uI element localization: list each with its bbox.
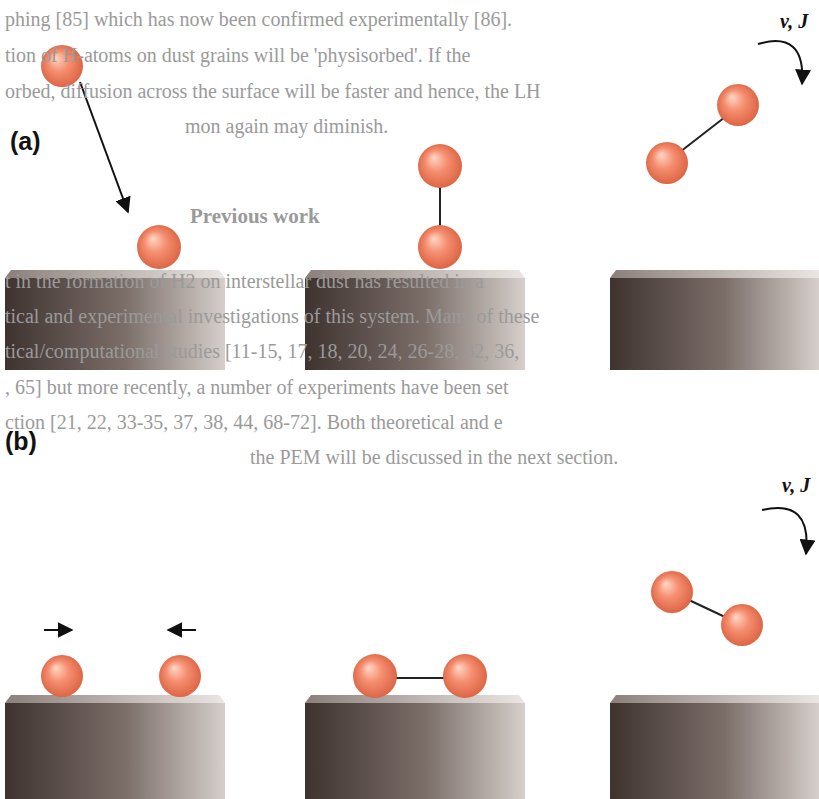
h-atom — [41, 45, 763, 698]
body-text: phing [85] which has now been confirmed … — [5, 8, 512, 30]
body-text: tical and experimental investigations of… — [5, 305, 539, 327]
body-text: ction [21, 22, 33-35, 37, 38, 44, 68-72]… — [5, 411, 503, 433]
grain-surface — [5, 270, 819, 370]
grain-surface — [5, 695, 819, 799]
body-text: orbed, diffusion across the surface will… — [5, 80, 541, 102]
panel-label: (a) — [10, 128, 41, 156]
section-heading: Previous work — [190, 205, 320, 228]
panel-label: (b) — [5, 428, 37, 456]
body-text: mon again may diminish. — [185, 115, 388, 137]
body-text: tion of H-atoms on dust grains will be '… — [5, 44, 470, 66]
body-text: tical/computational studies [11-15, 17, … — [5, 340, 519, 362]
body-text: t in the formation of H2 on interstellar… — [5, 270, 484, 292]
quantum-state-label: v, J — [780, 10, 808, 32]
motion-arrow — [44, 41, 807, 630]
quantum-state-label: v, J — [782, 474, 810, 496]
body-text: , 65] but more recently, a number of exp… — [5, 376, 509, 398]
body-text: the PEM will be discussed in the next se… — [250, 446, 618, 468]
